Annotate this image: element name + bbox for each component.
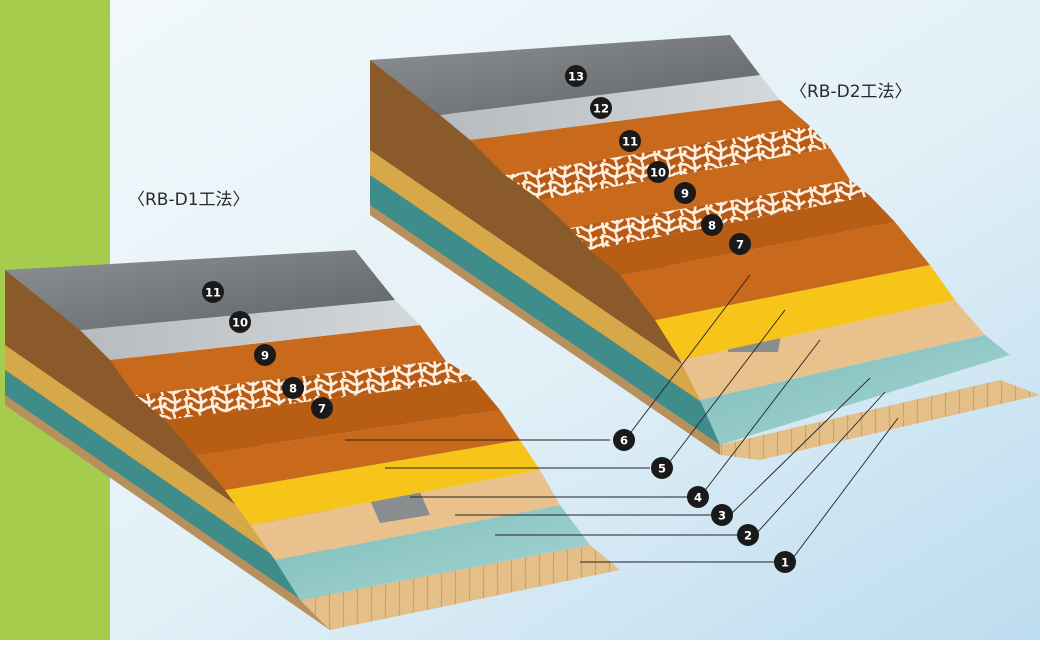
callout-badge-group: 6 5 4 3 2 1	[613, 429, 796, 573]
badge-circle	[613, 429, 635, 451]
number-badge-7: 7	[311, 397, 333, 419]
number-badge-13: 13	[565, 65, 587, 87]
badge-circle	[229, 311, 251, 333]
d1-layer-9	[110, 325, 445, 395]
badge-label: 10	[232, 315, 248, 329]
badge-label: 13	[568, 69, 584, 83]
badge-circle	[674, 182, 696, 204]
badge-circle	[311, 397, 333, 419]
badge-circle	[737, 524, 759, 546]
leader-3-d2	[729, 377, 871, 516]
d1-layer-6	[195, 410, 520, 490]
badge-circle	[282, 377, 304, 399]
d2-layer-13	[370, 35, 760, 115]
badge-label: 9	[261, 348, 269, 362]
d1-vent-pad	[370, 492, 430, 523]
number-badge-3: 3	[711, 504, 733, 526]
rb-d1-diagram	[5, 250, 620, 630]
d1-badge-group: 11 10 9 8 7	[202, 281, 333, 419]
badge-label: 7	[318, 401, 326, 415]
d2-layer-6	[620, 222, 930, 320]
badge-circle	[774, 551, 796, 573]
number-badge-6: 6	[613, 429, 635, 451]
d2-side-yellow	[370, 150, 720, 415]
badge-circle	[565, 65, 587, 87]
number-badge-4: 4	[687, 486, 709, 508]
d2-base	[680, 300, 985, 400]
number-badge-5: 5	[651, 457, 673, 479]
badge-label: 8	[289, 381, 297, 395]
leader-5-d2	[664, 309, 786, 469]
leader-lines	[345, 274, 899, 563]
number-badge-10: 10	[229, 311, 251, 333]
number-badge-7: 7	[729, 233, 751, 255]
d2-primer	[655, 265, 955, 360]
d1-layer-8-mesh	[135, 360, 475, 420]
d1-layer-7	[165, 380, 500, 455]
d2-layer-10-mesh	[505, 126, 830, 200]
badge-label: 10	[650, 165, 666, 179]
d1-layer-10	[80, 300, 420, 360]
number-badge-2: 2	[737, 524, 759, 546]
d1-primer	[225, 440, 540, 525]
rb-d2-title: 〈RB-D2工法〉	[790, 82, 912, 102]
badge-label: 1	[781, 555, 789, 569]
badge-circle	[647, 161, 669, 183]
d2-side-wood	[370, 205, 720, 455]
badge-label: 4	[694, 490, 702, 504]
leader-4-d2	[699, 339, 821, 498]
badge-label: 5	[658, 461, 666, 475]
badge-label: 12	[593, 101, 609, 115]
d2-badge-group: 13 12 11 10 9 8 7	[565, 65, 751, 255]
d1-insulation	[275, 505, 590, 600]
badge-circle	[202, 281, 224, 303]
badge-label: 2	[744, 528, 752, 542]
badge-circle	[590, 97, 612, 119]
badge-circle	[711, 504, 733, 526]
badge-circle	[619, 130, 641, 152]
leader-6-d2	[624, 274, 751, 441]
number-badge-11: 11	[202, 281, 224, 303]
leader-2-d2	[754, 391, 886, 536]
badge-label: 7	[736, 237, 744, 251]
badge-circle	[729, 233, 751, 255]
d1-side-wood	[5, 395, 330, 630]
d1-side-yellow	[5, 345, 330, 595]
badge-label: 9	[681, 186, 689, 200]
rb-d1-title: 〈RB-D1工法〉	[128, 190, 250, 210]
number-badge-8: 8	[701, 214, 723, 236]
number-badge-12: 12	[590, 97, 612, 119]
badge-circle	[701, 214, 723, 236]
badge-label: 11	[622, 134, 638, 148]
d1-substrate	[300, 545, 620, 630]
leader-1-d2	[789, 417, 899, 563]
d2-substrate	[720, 380, 1040, 460]
badge-circle	[687, 486, 709, 508]
number-badge-9: 9	[254, 344, 276, 366]
badge-label: 3	[718, 508, 726, 522]
d2-insulation	[700, 335, 1010, 445]
d2-layer-9	[540, 148, 850, 228]
badge-label: 8	[708, 218, 716, 232]
number-badge-11: 11	[619, 130, 641, 152]
d1-side-teal	[5, 370, 330, 620]
badge-label: 6	[620, 433, 628, 447]
number-badge-1: 1	[774, 551, 796, 573]
number-badge-10: 10	[647, 161, 669, 183]
number-badge-8: 8	[282, 377, 304, 399]
badge-circle	[651, 457, 673, 479]
d2-layer-8-mesh	[570, 180, 870, 250]
d2-side-teal	[370, 175, 720, 445]
badge-label: 11	[205, 285, 221, 299]
badge-circle	[254, 344, 276, 366]
number-badge-9: 9	[674, 182, 696, 204]
d1-layer-11	[5, 250, 395, 330]
